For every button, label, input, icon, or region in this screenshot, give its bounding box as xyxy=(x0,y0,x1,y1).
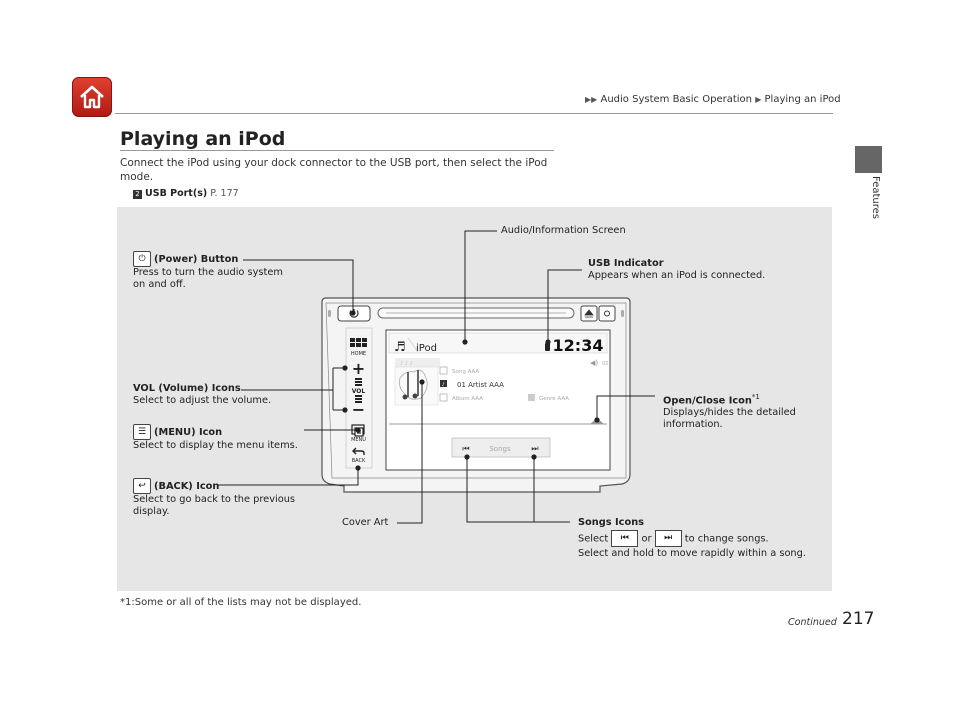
music-note-icon: ♬ xyxy=(394,340,406,355)
cross-reference[interactable]: 2 USB Port(s) P. 177 xyxy=(133,188,239,199)
continued-label: Continued xyxy=(788,617,837,628)
menu-key-label: MENU xyxy=(351,437,366,443)
songs-title: Songs Icons xyxy=(578,517,645,528)
songs-control xyxy=(451,437,551,458)
vol-down-icon: − xyxy=(352,400,365,419)
breadcrumb-item-2[interactable]: Playing an iPod xyxy=(764,94,841,105)
songs-desc-2: Select and hold to move rapidly within a… xyxy=(578,548,806,559)
album-row: Album AAA xyxy=(452,396,483,402)
header-rule xyxy=(115,113,833,114)
page-number: 217 xyxy=(842,609,875,629)
menu-icon: ☰ xyxy=(133,424,151,440)
menu-title: (MENU) Icon xyxy=(154,427,223,438)
skip-forward-icon: ⏭ xyxy=(531,444,538,453)
title-rule xyxy=(120,150,554,151)
volume-desc: Select to adjust the volume. xyxy=(133,395,272,406)
section-tab-marker xyxy=(855,146,882,173)
songs-desc-c: to change songs. xyxy=(684,533,769,545)
reference-arrow-icon: 2 xyxy=(133,190,142,199)
back-callout: ↩(BACK) Icon Select to go back to the pr… xyxy=(133,478,295,518)
home-button[interactable] xyxy=(72,77,112,117)
home-key-label: HOME xyxy=(351,351,366,357)
back-desc-1: Select to go back to the previous xyxy=(133,494,296,505)
open-button xyxy=(598,305,616,322)
open-close-footnote-ref: *1 xyxy=(751,393,760,401)
audio-screen-callout: Audio/Information Screen xyxy=(501,225,626,236)
home-grid-icon xyxy=(350,338,367,347)
source-label: iPod xyxy=(416,343,437,354)
back-desc-2: display. xyxy=(133,506,170,517)
eject-icon xyxy=(584,309,594,318)
open-icon xyxy=(604,310,610,317)
power-button-title: (Power) Button xyxy=(154,254,239,265)
open-close-desc-1: Displays/hides the detailed xyxy=(663,407,796,419)
songs-desc-a: Select xyxy=(578,533,609,545)
power-button-desc-2: on and off. xyxy=(133,279,186,290)
power-icon: ⏻ xyxy=(133,251,151,267)
songs-callout: Songs Icons Select ⏮ or ⏭ to change song… xyxy=(578,516,806,561)
open-close-callout: Open/Close Icon*1 Displays/hides the det… xyxy=(663,391,796,431)
clock: 12:34 xyxy=(553,336,604,355)
open-close-desc-2: information. xyxy=(663,419,723,431)
house-icon xyxy=(80,85,104,109)
power-button-desc-1: Press to turn the audio system xyxy=(133,267,283,278)
intro-text: Connect the iPod using your dock connect… xyxy=(120,157,548,183)
artist-row: 01 Artist AAA xyxy=(457,381,504,389)
svg-text:♪: ♪ xyxy=(442,382,445,388)
back-key-label: BACK xyxy=(352,458,366,464)
volume-title: VOL (Volume) Icons xyxy=(133,383,241,394)
usb-indicator-callout: USB Indicator Appears when an iPod is co… xyxy=(588,258,765,282)
open-close-title: Open/Close Icon xyxy=(663,395,752,407)
skip-forward-icon: ⏭ xyxy=(654,530,682,547)
reference-page: P. 177 xyxy=(210,188,239,199)
breadcrumb-item-1[interactable]: Audio System Basic Operation xyxy=(600,94,753,105)
song-row: Song AAA xyxy=(452,369,479,375)
vol-up-icon: + xyxy=(352,359,365,378)
power-button-callout: ⏻(Power) Button Press to turn the audio … xyxy=(133,251,283,291)
back-key-icon xyxy=(352,447,365,455)
skip-back-icon: ⏮ xyxy=(611,530,639,547)
vol-key-label: VOL xyxy=(352,388,366,395)
footnote: *1:Some or all of the lists may not be d… xyxy=(120,597,362,608)
volume-callout: VOL (Volume) Icons Select to adjust the … xyxy=(133,383,271,407)
genre-row: Genre AAA xyxy=(539,396,569,402)
back-title: (BACK) Icon xyxy=(154,481,220,492)
breadcrumb: ▶▶ Audio System Basic Operation ▶ Playin… xyxy=(585,94,841,105)
menu-desc: Select to display the menu items. xyxy=(133,440,298,451)
back-icon: ↩ xyxy=(133,478,151,494)
volume-speaker-icon: ◀) xyxy=(590,359,598,367)
reference-label: USB Port(s) xyxy=(145,188,208,199)
songs-desc-b: or xyxy=(641,533,652,545)
menu-callout: ☰(MENU) Icon Select to display the menu … xyxy=(133,424,298,452)
usb-indicator-desc: Appears when an iPod is connected. xyxy=(588,270,766,281)
page-title: Playing an iPod xyxy=(120,128,286,150)
usb-indicator-title: USB Indicator xyxy=(588,258,664,269)
svg-text:♪ ♪ ♪: ♪ ♪ ♪ xyxy=(400,361,413,367)
cover-art-callout: Cover Art xyxy=(342,517,389,528)
songs-button-label: Songs xyxy=(489,445,511,453)
skip-back-icon: ⏮ xyxy=(462,444,469,453)
section-tab-label: Features xyxy=(870,176,881,219)
track-number: 02 xyxy=(602,361,608,367)
cover-art xyxy=(394,366,439,406)
